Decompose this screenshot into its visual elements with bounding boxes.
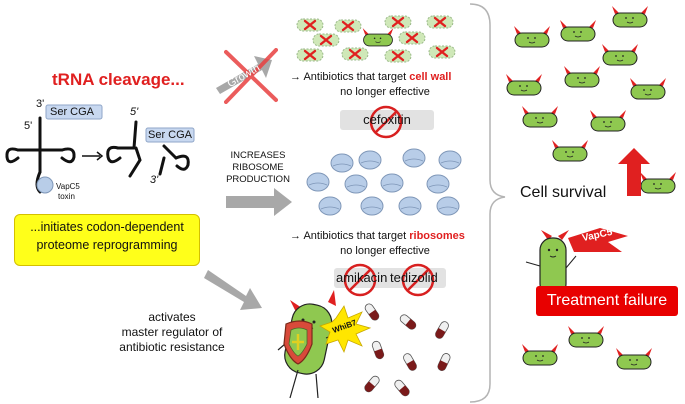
ribosome-production-line3: PRODUCTION bbox=[226, 174, 290, 185]
fragment-3prime-label: 3' bbox=[150, 174, 159, 186]
treatment-failure-label: Treatment failure bbox=[546, 292, 668, 309]
amikacin-prohibited-icon bbox=[343, 263, 377, 297]
activates-line3: antibiotic resistance bbox=[119, 340, 225, 354]
cellwall-antibiotics-line2: no longer effective bbox=[340, 86, 430, 98]
fragment-anticodon-box bbox=[145, 127, 195, 143]
activates-line2: master regulator of bbox=[121, 325, 223, 339]
ribosome-production-line2: RIBOSOME bbox=[232, 162, 284, 173]
ribosome-production-arrow bbox=[226, 188, 292, 216]
fragment-anticodon-label: Ser CGA bbox=[148, 129, 193, 141]
vapc5-toxin-circle bbox=[36, 176, 54, 194]
growth-blocked-cross bbox=[224, 48, 278, 104]
whib7-activation-arrow bbox=[204, 270, 262, 310]
cellwall-antibiotics-line1: → Antibiotics that target cell wall bbox=[290, 71, 451, 83]
trna-structure bbox=[5, 116, 76, 194]
ribosome-prefix: → Antibiotics that target bbox=[290, 230, 410, 242]
cefoxitin-prohibited-icon bbox=[369, 105, 403, 139]
trna-3prime-label: 3' bbox=[36, 98, 45, 110]
ribosome-production-line1: INCREASES bbox=[230, 150, 286, 161]
cellwall-prefix: → Antibiotics that target bbox=[290, 71, 410, 83]
shield-icon bbox=[283, 320, 313, 365]
surviving-cell-top bbox=[362, 27, 394, 47]
tedizolid-prohibited-icon bbox=[401, 263, 435, 297]
codon-reprogramming-box bbox=[14, 214, 200, 266]
ribosome-drug-box bbox=[334, 268, 446, 288]
treatment-failure-box bbox=[536, 286, 678, 316]
antibiotic-pills bbox=[362, 301, 452, 398]
cefoxitin-label: cefoxitin bbox=[363, 112, 411, 127]
ribosome-antibiotics-line2: no longer effective bbox=[340, 245, 430, 257]
fragment-5prime-label: 5' bbox=[130, 106, 139, 118]
ribosome-emph: ribosomes bbox=[409, 230, 465, 242]
tedizolid-label: tedizolid bbox=[390, 270, 438, 285]
trna-5prime-label: 5' bbox=[24, 120, 33, 132]
cellwall-emph: cell wall bbox=[409, 71, 452, 83]
ribosome-antibiotics-line1: → Antibiotics that target ribosomes bbox=[290, 230, 465, 242]
codon-reprogramming-line1: ...initiates codon-dependent bbox=[30, 220, 184, 234]
vapc5-producing-cell bbox=[525, 228, 628, 313]
trna-cleavage-title: tRNA cleavage... bbox=[52, 70, 185, 89]
trna-anticodon-label: Ser CGA bbox=[50, 106, 95, 118]
codon-reprogramming-line2: proteome reprogramming bbox=[36, 238, 178, 252]
survival-up-arrow bbox=[618, 148, 650, 196]
activates-line1: activates bbox=[148, 310, 196, 324]
anticodon-box bbox=[45, 104, 103, 120]
vapc5-toxin-name: VapC5 bbox=[56, 182, 80, 191]
section-divider bbox=[469, 3, 506, 403]
amikacin-label: amikacin bbox=[336, 270, 388, 285]
ribosome-cluster bbox=[306, 148, 462, 216]
cell-survival-label: Cell survival bbox=[520, 184, 607, 201]
trna-fragments bbox=[106, 120, 190, 178]
whib7-starburst bbox=[319, 305, 372, 354]
growth-arrow bbox=[216, 56, 272, 94]
vapc5-toxin-word: toxin bbox=[58, 192, 75, 201]
